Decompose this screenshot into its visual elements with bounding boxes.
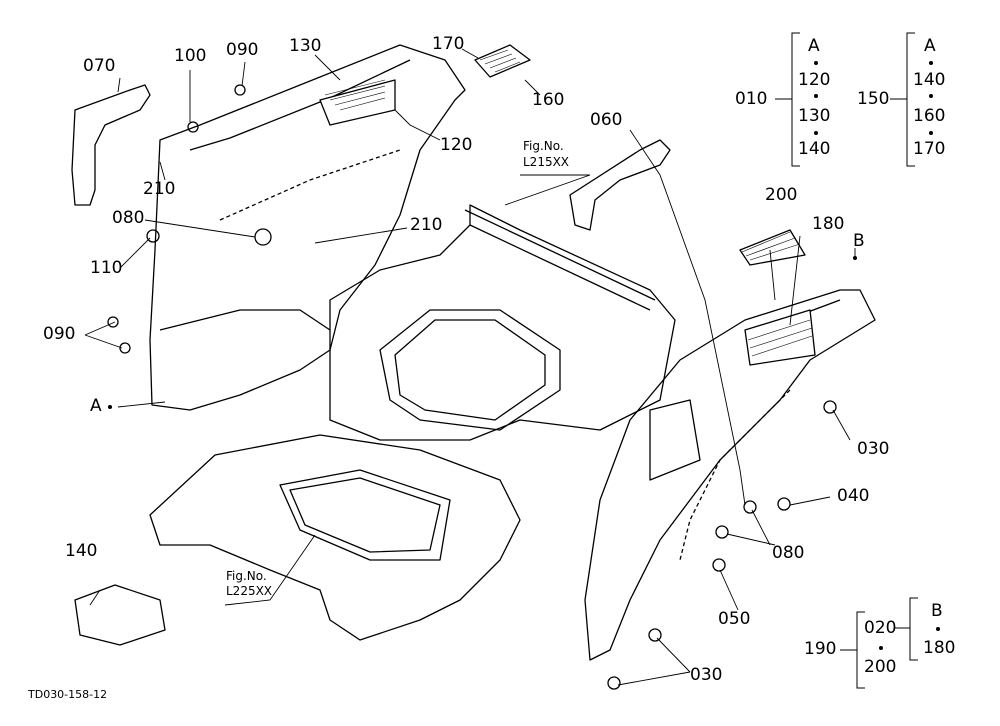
set-150-item-1: A: [924, 36, 936, 56]
set-150-sep-3: [929, 131, 933, 135]
set-190-sub-item-1: B: [931, 601, 943, 621]
part-label-040[interactable]: 040: [837, 486, 870, 506]
fig-ref-code-bottom[interactable]: L225XX: [226, 584, 273, 598]
set-150-item-4[interactable]: 170: [913, 139, 946, 159]
part-label-200[interactable]: 200: [765, 185, 798, 205]
part-label-130[interactable]: 130: [289, 36, 322, 56]
set-190-sub-item-2[interactable]: 180: [923, 638, 956, 658]
drawing-code: TD030-158-12: [28, 688, 108, 701]
ref-mark-b: B: [853, 231, 865, 251]
fig-ref-code-top[interactable]: L215XX: [523, 155, 570, 169]
set-010-item-1: A: [808, 36, 820, 56]
part-label-180[interactable]: 180: [812, 214, 845, 234]
set-150-item-2[interactable]: 140: [913, 70, 946, 90]
part-label-030-b[interactable]: 030: [690, 665, 723, 685]
part-label-080[interactable]: 080: [112, 208, 145, 228]
part-label-110[interactable]: 110: [90, 258, 123, 278]
part-label-100[interactable]: 100: [174, 46, 207, 66]
ref-dot-a: [108, 405, 112, 409]
floor-plate: [149, 434, 521, 641]
part-label-060[interactable]: 060: [590, 110, 623, 130]
set-190-label[interactable]: 190: [804, 639, 837, 659]
part-label-210-b[interactable]: 210: [410, 215, 443, 235]
set-150-sep-2: [929, 94, 933, 98]
fig-ref-label-top: Fig.No.: [523, 139, 564, 153]
set-010-label[interactable]: 010: [735, 89, 768, 109]
center-body: [329, 204, 676, 441]
part-label-160[interactable]: 160: [532, 90, 565, 110]
set-150-item-3[interactable]: 160: [913, 106, 946, 126]
part-label-170[interactable]: 170: [432, 34, 465, 54]
part-label-090-b[interactable]: 090: [43, 324, 76, 344]
part-label-140[interactable]: 140: [65, 541, 98, 561]
set-190-sub-sep: [936, 627, 940, 631]
part-label-090[interactable]: 090: [226, 40, 259, 60]
right-fender: [584, 289, 876, 661]
set-190-item-1[interactable]: 020: [864, 618, 897, 638]
set-010-item-2[interactable]: 120: [798, 70, 831, 90]
set-150-label[interactable]: 150: [857, 89, 890, 109]
set-010-sep-1: [814, 61, 818, 65]
set-010-sep-2: [814, 94, 818, 98]
part-label-080-b[interactable]: 080: [772, 543, 805, 563]
set-010-item-4[interactable]: 140: [798, 139, 831, 159]
part-label-030[interactable]: 030: [857, 439, 890, 459]
part-label-210[interactable]: 210: [143, 179, 176, 199]
part-label-120[interactable]: 120: [440, 135, 473, 155]
left-grip: [71, 84, 151, 206]
left-fender: [149, 44, 466, 411]
part-label-050[interactable]: 050: [718, 609, 751, 629]
ref-mark-a: A: [90, 396, 102, 416]
set-190-sep-1: [879, 646, 883, 650]
set-190-item-2[interactable]: 200: [864, 657, 897, 677]
set-010-item-3[interactable]: 130: [798, 106, 831, 126]
set-150-sep-1: [929, 61, 933, 65]
ref-dot-b: [853, 256, 857, 260]
part-label-070[interactable]: 070: [83, 56, 116, 76]
fig-ref-label-bottom: Fig.No.: [226, 569, 267, 583]
right-grip: [569, 139, 671, 231]
set-010-sep-3: [814, 131, 818, 135]
